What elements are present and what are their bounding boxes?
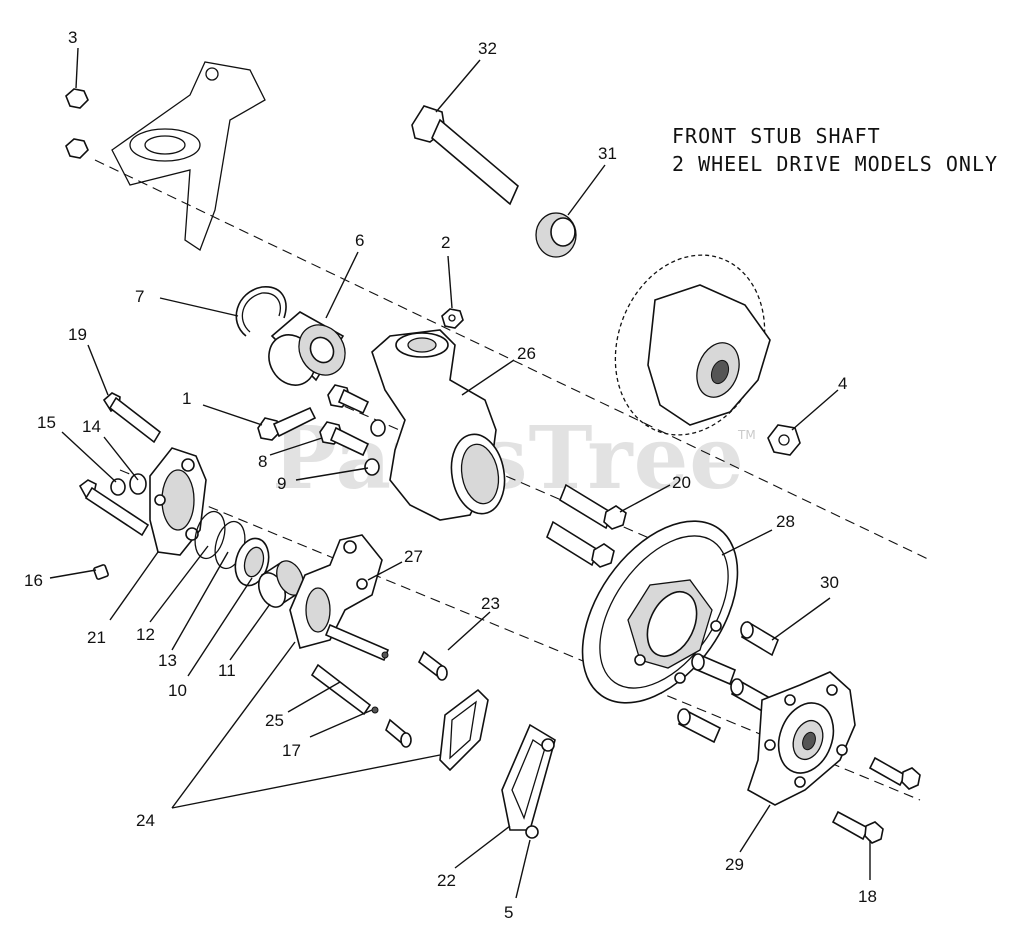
watermark: PartsTree [272,408,746,509]
callout-1: 1 [182,389,191,408]
callout-14: 14 [82,417,101,436]
part-30-lug-studs [677,620,779,744]
callout-24: 24 [136,811,155,830]
part-24-brake-pad [439,688,489,772]
callout-8: 8 [258,452,267,471]
callout-25: 25 [265,711,284,730]
callout-6: 6 [355,231,364,250]
callout-23: 23 [481,594,500,613]
part-7-retaining-ring [235,286,287,337]
part-6-bushing [268,311,346,386]
part-11-bearing [257,560,304,608]
part-32-bolt [411,105,519,206]
callout-2: 2 [441,233,450,252]
part-1-bolt [257,406,317,441]
part-19-bolt [102,392,162,444]
callout-30: 30 [820,573,839,592]
callout-12: 12 [136,625,155,644]
part-3-nuts [65,88,89,159]
callout-16: 16 [24,571,43,590]
callout-3: 3 [68,28,77,47]
callout-20: 20 [672,473,691,492]
part-17-pin [385,718,412,748]
rear-disc-ghost [614,254,771,436]
callout-4: 4 [838,374,847,393]
part-4-flange-nut [767,424,801,456]
part-21-caliper-housing [149,447,207,556]
part-16-plug [93,564,109,580]
callout-15: 15 [37,413,56,432]
callout-28: 28 [776,512,795,531]
callout-27: 27 [404,547,423,566]
callout-32: 32 [478,39,497,58]
callout-18: 18 [858,887,877,906]
callout-7: 7 [135,287,144,306]
diagram-title-line-1: FRONT STUB SHAFT [672,124,881,148]
part-14-15-bleeder [78,473,150,537]
callout-19: 19 [68,325,87,344]
callout-13: 13 [158,651,177,670]
part-20-bolts [546,483,627,568]
part-9-washers [364,419,386,476]
part-2-nut [441,308,464,329]
callout-29: 29 [725,855,744,874]
callout-5: 5 [504,903,513,922]
watermark-trademark: TM [738,428,756,442]
part-23-pin [417,650,448,681]
part-18-bolts [831,756,921,844]
callout-10: 10 [168,681,187,700]
part-22-brake-bracket [501,723,556,839]
callout-31: 31 [598,144,617,163]
mounting-bracket [111,61,266,251]
part-25-slide-pin [310,623,390,716]
part-8-bolts [319,384,370,457]
part-26-spindle [371,329,506,521]
callout-9: 9 [277,474,286,493]
part-31-spacer [535,212,577,258]
part-27-caliper-body [289,534,383,649]
callout-labels: 3 32 31 6 7 2 26 19 1 4 15 14 8 9 20 28 … [24,28,877,922]
leader-lines [49,47,871,899]
callout-22: 22 [437,871,456,890]
callout-11: 11 [218,661,236,680]
part-29-wheel-hub [747,671,856,806]
callout-21: 21 [87,628,106,647]
callout-17: 17 [282,741,301,760]
part-10-seal [234,537,270,587]
callout-26: 26 [517,344,536,363]
diagram-title-line-2: 2 WHEEL DRIVE MODELS ONLY [672,152,999,176]
